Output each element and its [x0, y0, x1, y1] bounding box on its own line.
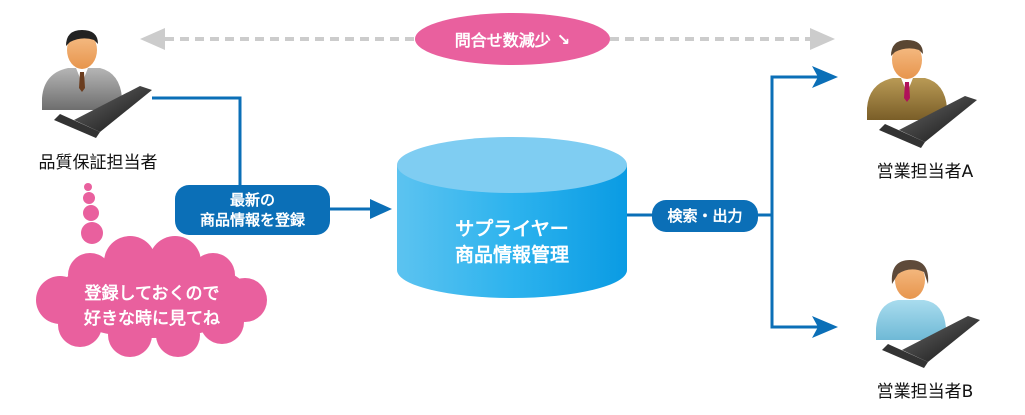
search-output-pill: 検索・出力 [652, 200, 758, 232]
register-step-line2: 商品情報を登録 [199, 211, 305, 229]
database-label: サプライヤー 商品情報管理 [397, 216, 627, 268]
register-step-pill: 最新の 商品情報を登録 [175, 185, 330, 235]
database-label-line1: サプライヤー [455, 218, 569, 240]
thought-cloud-line2: 好きな時に見てね [84, 309, 220, 329]
database-cylinder [397, 137, 627, 298]
search-output-label: 検索・出力 [667, 207, 743, 225]
thought-bubbles [81, 183, 103, 244]
connector-database-to-search [627, 75, 823, 329]
database-label-line2: 商品情報管理 [454, 244, 569, 266]
feedback-badge: 問合せ数減少 ↘ [415, 13, 610, 65]
sales-a-person-icon [867, 40, 977, 148]
thought-cloud-line1: 登録しておくので [84, 284, 220, 304]
sales-a-label: 営業担当者A [876, 162, 974, 182]
arrow-to-sales-a [812, 66, 838, 88]
quality-person-icon [42, 30, 152, 138]
thought-cloud [36, 236, 267, 357]
thought-cloud-text: 登録しておくので 好きな時に見てね [52, 282, 252, 332]
arrow-register-to-database [330, 199, 392, 219]
feedback-arrow-left [140, 28, 415, 50]
connector-quality-to-register [152, 96, 242, 186]
sales-b-person-icon [876, 260, 980, 368]
feedback-label: 問合せ数減少 [454, 31, 551, 50]
sales-b-label: 営業担当者B [876, 382, 974, 402]
quality-person-label: 品質保証担当者 [38, 153, 158, 173]
trend-down-arrow-icon: ↘ [556, 29, 571, 49]
register-step-line1: 最新の [229, 191, 275, 209]
feedback-arrow-right [610, 28, 835, 50]
arrow-to-sales-b [812, 316, 838, 338]
